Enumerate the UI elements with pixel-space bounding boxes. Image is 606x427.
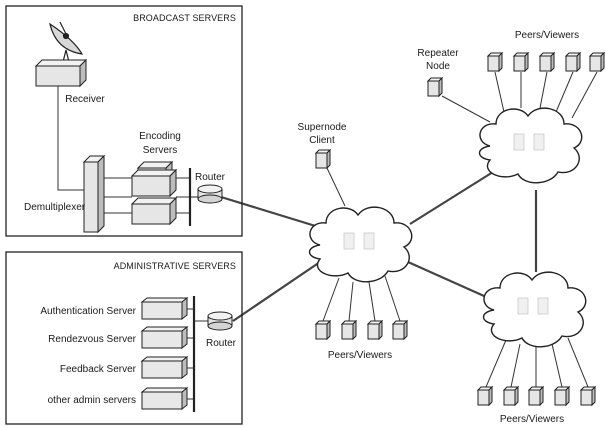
authentication-server-label: Authentication Server (40, 306, 136, 317)
demultiplexer-icon (82, 154, 106, 234)
admin-wiring (187, 308, 208, 400)
peer-icon (539, 52, 555, 72)
peer-icon (487, 52, 503, 72)
peer-icon (367, 320, 383, 340)
middle-peers-group (315, 320, 408, 340)
peer-icon (528, 386, 544, 406)
peer-icon (513, 52, 529, 72)
rendezvous-server-icon (141, 326, 188, 349)
peer-icon (580, 386, 596, 406)
peer-icon (341, 320, 357, 340)
middle-network-cloud (308, 206, 413, 283)
peer-icon (589, 52, 605, 72)
peer-icon (565, 52, 581, 72)
rendezvous-server-label: Rendezvous Server (48, 334, 136, 345)
broadcast-wiring (57, 86, 190, 214)
peers-viewers-bottom-label: Peers/Viewers (500, 414, 564, 425)
feedback-server-label: Feedback Server (60, 364, 137, 375)
encoding-servers-icon (130, 160, 178, 226)
repeater-node-label-line1: Repeater (417, 48, 459, 59)
repeater-node-label-line2: Node (426, 61, 450, 72)
supernode-client-icon (315, 149, 331, 169)
administrative-servers-title: ADMINISTRATIVE SERVERS (114, 261, 236, 271)
encoding-servers-label-line1: Encoding (139, 131, 181, 142)
broadcast-router-icon (197, 184, 223, 204)
other-admin-servers-label: other admin servers (48, 395, 136, 406)
supernode-client-label-line2: Client (309, 135, 335, 146)
admin-router-label: Router (206, 338, 237, 349)
demultiplexer-label: Demultiplexer (24, 202, 86, 213)
peer-icon (503, 386, 519, 406)
broadcast-servers-title: BROADCAST SERVERS (133, 13, 236, 23)
peer-icon (477, 386, 493, 406)
peers-viewers-middle-label: Peers/Viewers (328, 350, 392, 361)
satellite-dish-icon (49, 21, 84, 63)
network-links (220, 171, 538, 322)
receiver-icon (34, 58, 88, 88)
broadcast-servers-panel: BROADCAST SERVERS Receiver (5, 5, 243, 237)
supernode-client-label-line1: Supernode (298, 122, 347, 133)
repeater-node-icon (427, 77, 443, 97)
broadcast-router-label: Router (195, 172, 226, 183)
feedback-server-icon (141, 356, 188, 379)
other-admin-servers-icon (141, 387, 188, 410)
receiver-label: Receiver (65, 94, 105, 105)
bottom-peers-group (477, 386, 596, 406)
top-network-cloud (478, 107, 583, 184)
top-peers-group (487, 52, 605, 72)
peer-icon (554, 386, 570, 406)
administrative-servers-panel: ADMINISTRATIVE SERVERS Authentication Se… (5, 251, 243, 425)
peer-icon (315, 320, 331, 340)
authentication-server-icon (141, 297, 188, 320)
encoding-servers-label-line2: Servers (143, 145, 177, 156)
peers-viewers-top-label: Peers/Viewers (515, 30, 579, 41)
bottom-network-cloud (482, 271, 587, 348)
spoke-links (322, 71, 598, 388)
peer-icon (392, 320, 408, 340)
admin-router-icon (207, 311, 233, 331)
